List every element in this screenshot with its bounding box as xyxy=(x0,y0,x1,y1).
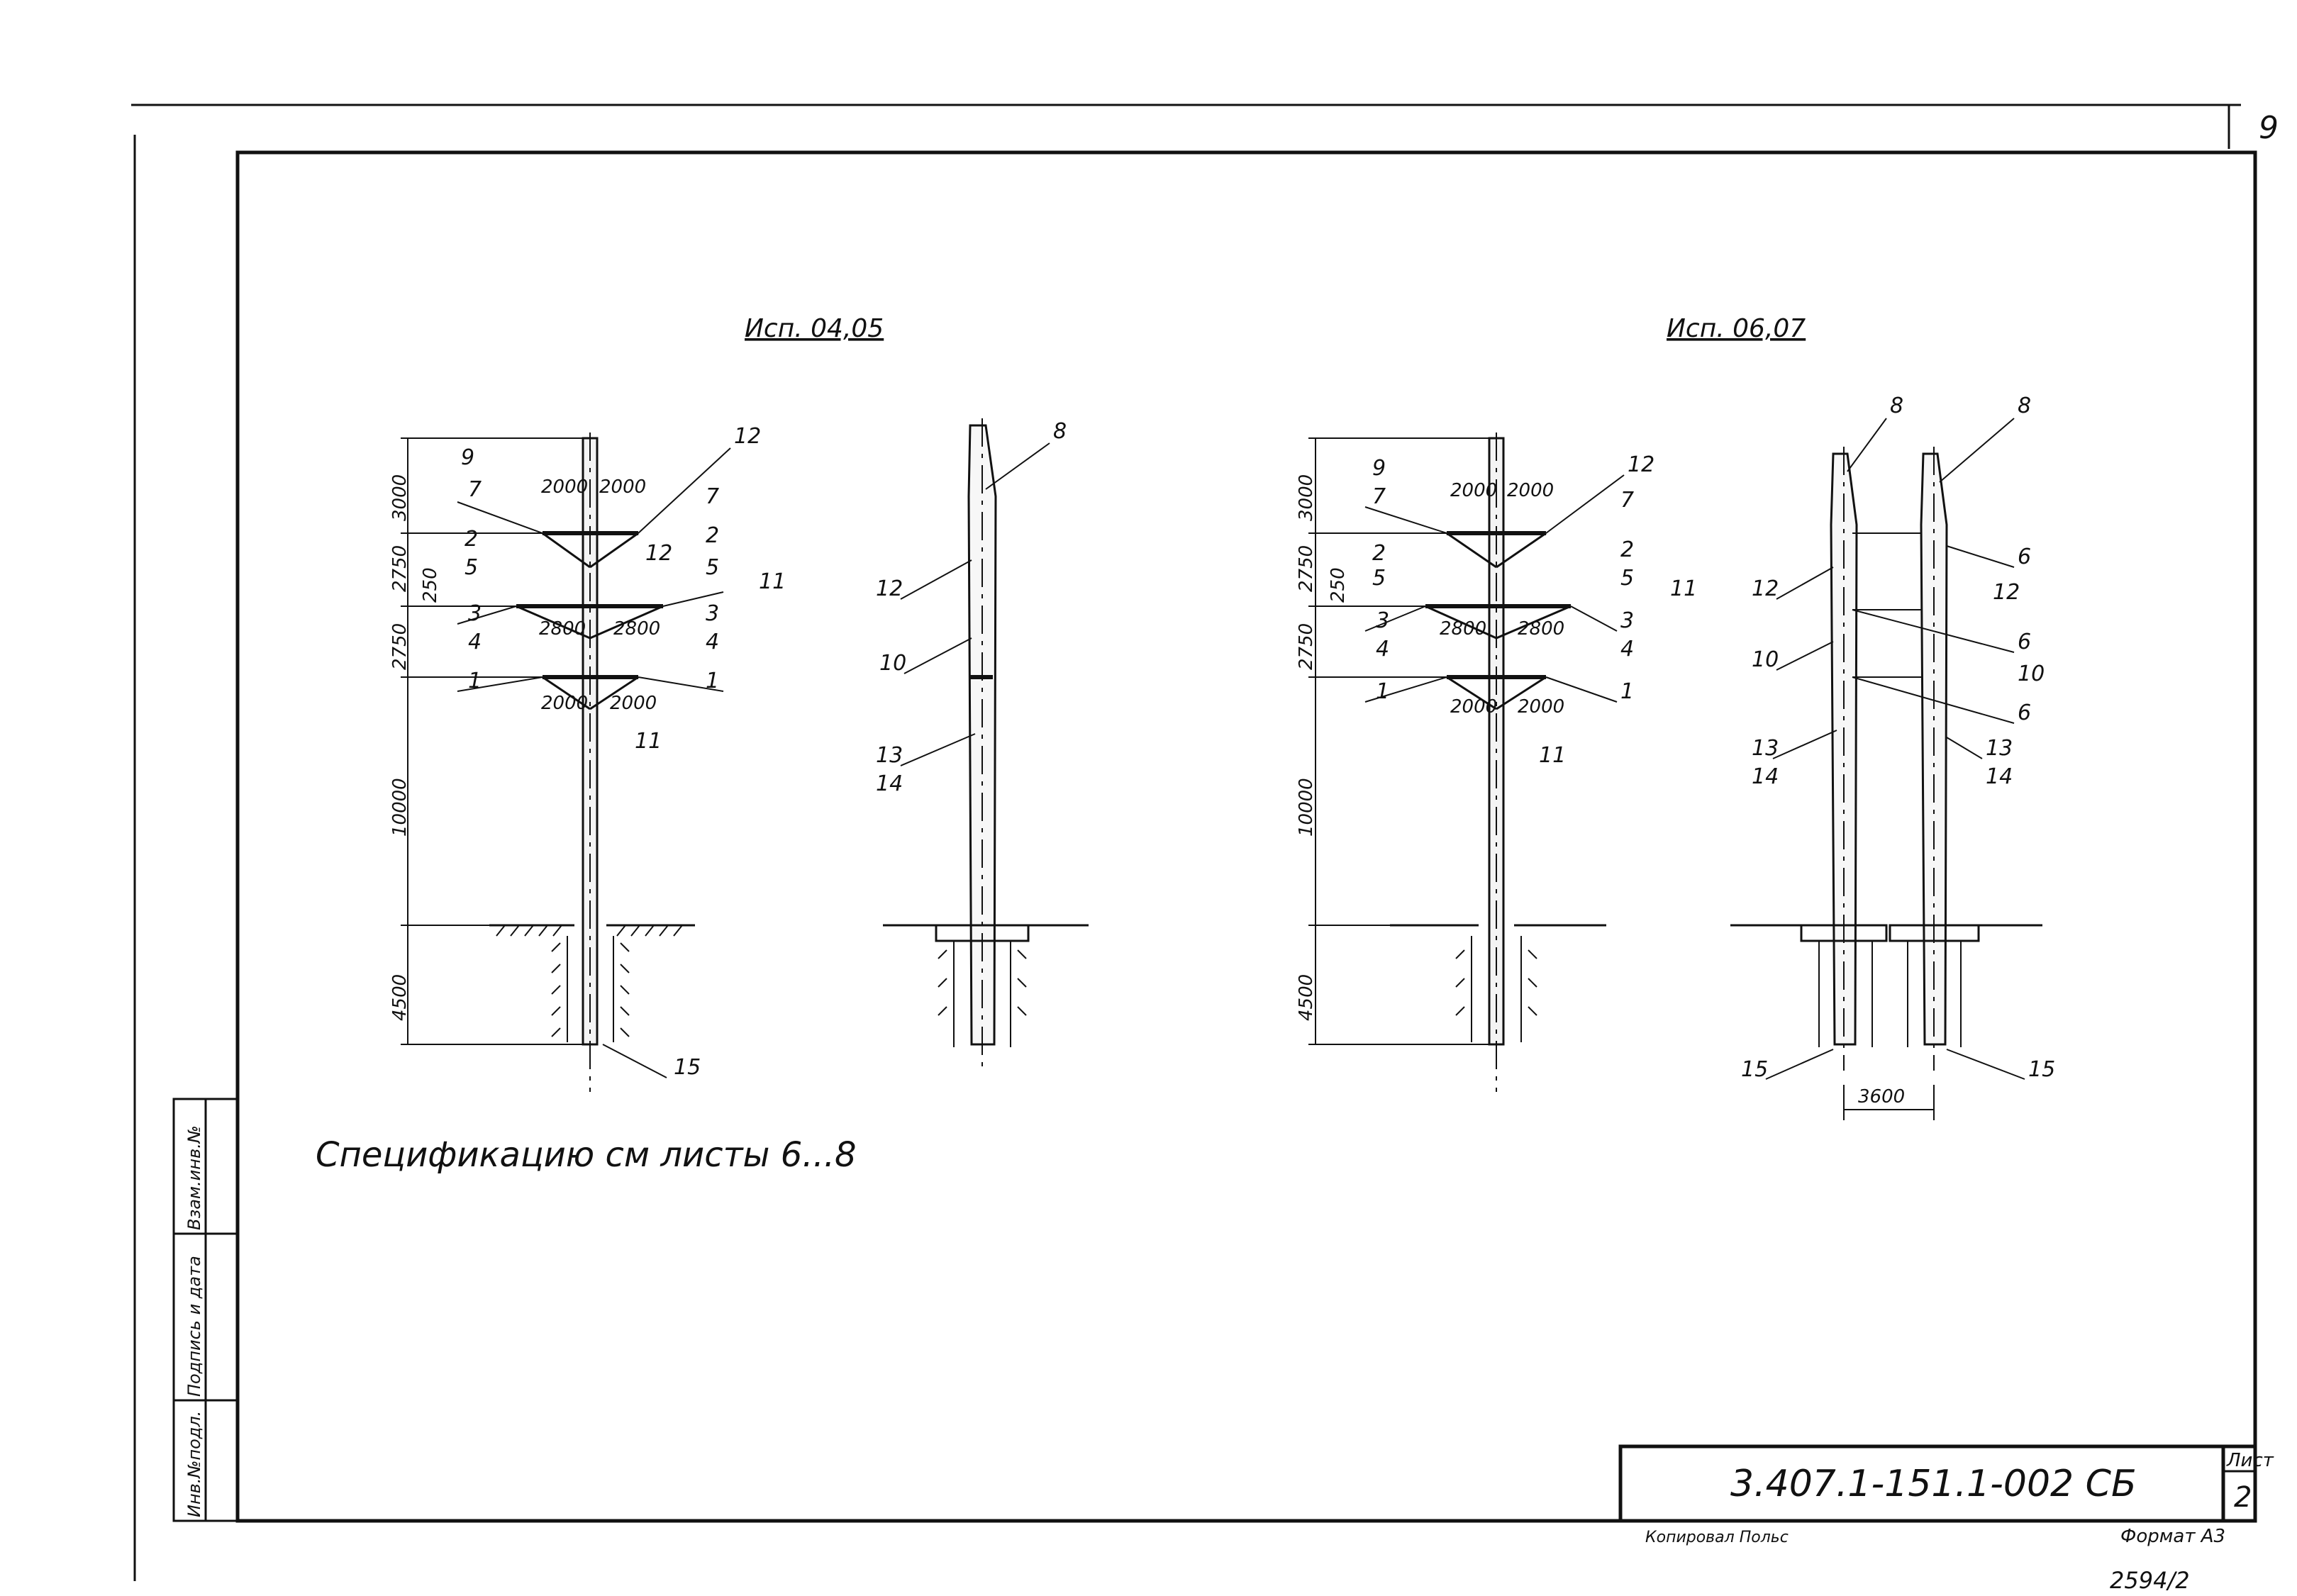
right-variant-title: Исп. 06,07 xyxy=(1667,314,1806,343)
left-side-view xyxy=(883,418,1089,1071)
left-arm-dim-2: 2000 xyxy=(599,476,646,498)
right-dim-5: 10000 xyxy=(1296,778,1317,837)
callout: 1 xyxy=(1620,679,1634,704)
callout: 11 xyxy=(635,729,662,754)
callout: 5 xyxy=(706,555,719,580)
callout: 7 xyxy=(1372,484,1386,509)
callout: 5 xyxy=(465,555,478,580)
stamp-cell-inv: Инв.№подл. xyxy=(184,1411,204,1517)
callout: 6 xyxy=(2018,545,2031,569)
callout: 6 xyxy=(2018,630,2031,654)
left-arm-dim-5: 2000 xyxy=(541,693,588,714)
left-dim-2: 2750 xyxy=(389,545,411,592)
right-arm-dim-1: 2000 xyxy=(1450,480,1497,501)
right-arm-dim-6: 2000 xyxy=(1518,696,1564,718)
callout: 12 xyxy=(876,576,903,601)
title-block xyxy=(1618,1444,2257,1523)
callout: 9 xyxy=(1372,456,1386,481)
callout: 7 xyxy=(706,484,719,509)
callout: 5 xyxy=(1620,566,1634,591)
callout: 11 xyxy=(1670,576,1697,601)
callout: 11 xyxy=(759,569,786,594)
callout: 4 xyxy=(468,630,482,654)
spacing-dim: 3600 xyxy=(1858,1086,1905,1107)
right-dim-2: 2750 xyxy=(1296,545,1317,592)
callout: 8 xyxy=(2018,394,2031,418)
callout: 14 xyxy=(876,771,903,796)
callout: 10 xyxy=(879,651,906,676)
callout: 12 xyxy=(734,424,761,449)
callout: 1 xyxy=(1376,679,1389,704)
specification-note: Спецификацию см листы 6...8 xyxy=(316,1135,857,1175)
left-variant-title: Исп. 04,05 xyxy=(745,314,884,343)
left-arm-dim-6: 2000 xyxy=(610,693,657,714)
left-arm-dim-1: 2000 xyxy=(541,476,588,498)
right-arm-dim-5: 2000 xyxy=(1450,696,1497,718)
callout: 4 xyxy=(1376,637,1389,662)
right-side-view xyxy=(1730,447,2042,1120)
callout: 3 xyxy=(468,601,482,626)
callout: 1 xyxy=(706,669,719,693)
callout: 7 xyxy=(1620,488,1634,513)
callout: 4 xyxy=(706,630,719,654)
callout: 10 xyxy=(2018,662,2045,686)
right-arm-dim-2: 2000 xyxy=(1507,480,1554,501)
callout: 12 xyxy=(1993,580,2020,605)
drawing-frame xyxy=(235,150,2257,1523)
right-arm-dim-4: 2800 xyxy=(1518,618,1564,640)
document-code: 3.407.1-151.1-002 СБ xyxy=(1730,1463,2137,1505)
callout: 15 xyxy=(674,1055,701,1080)
left-arm-dim-3: 2800 xyxy=(539,618,586,640)
callout: 11 xyxy=(1539,743,1566,768)
left-dim-4: 2750 xyxy=(389,623,411,670)
callout: 12 xyxy=(645,541,672,566)
callout: 2 xyxy=(706,523,719,548)
stamp-cell-replace: Взам.инв.№ xyxy=(184,1125,204,1230)
callout: 8 xyxy=(1890,394,1903,418)
right-arm-dim-3: 2800 xyxy=(1440,618,1486,640)
copied-by: Копировал Польс xyxy=(1645,1529,1789,1546)
callout: 2 xyxy=(465,527,478,552)
callout: 3 xyxy=(706,601,719,626)
right-dim-4: 2750 xyxy=(1296,623,1317,670)
callout: 4 xyxy=(1620,637,1634,662)
callout: 13 xyxy=(1752,736,1779,761)
callout: 12 xyxy=(1628,452,1654,477)
right-dim-3: 250 xyxy=(1328,567,1349,603)
callout: 15 xyxy=(1741,1057,1768,1082)
sheet-corner-number: 9 xyxy=(2259,110,2279,146)
callout: 14 xyxy=(1752,764,1779,789)
callout: 9 xyxy=(461,445,474,470)
callout: 2 xyxy=(1372,541,1386,566)
callout: 12 xyxy=(1752,576,1779,601)
right-dim-6: 4500 xyxy=(1296,974,1317,1021)
left-arm-dim-4: 2800 xyxy=(613,618,660,640)
left-front-view xyxy=(401,433,695,1092)
left-dim-3: 250 xyxy=(420,567,441,603)
callout: 6 xyxy=(2018,701,2031,725)
callout: 3 xyxy=(1376,608,1389,633)
left-dim-1: 3000 xyxy=(389,474,411,521)
callout: 5 xyxy=(1372,566,1386,591)
stamp-cell-signature: Подпись и дата xyxy=(184,1256,204,1397)
sheet-label: Лист xyxy=(2226,1450,2274,1471)
sheet-number: 2 xyxy=(2234,1481,2252,1514)
callout: 13 xyxy=(1986,736,2013,761)
callout: 14 xyxy=(1986,764,2013,789)
callout: 3 xyxy=(1620,608,1634,633)
right-front-view xyxy=(1308,433,1606,1092)
callout: 7 xyxy=(468,477,482,502)
left-dim-5: 10000 xyxy=(389,778,411,837)
format-label: Формат А3 xyxy=(2120,1526,2225,1547)
right-dim-1: 3000 xyxy=(1296,474,1317,521)
archive-number: 2594/2 xyxy=(2110,1567,2190,1594)
callout: 10 xyxy=(1752,647,1779,672)
callout: 8 xyxy=(1053,419,1067,444)
left-dim-6: 4500 xyxy=(389,974,411,1021)
side-stamp xyxy=(172,1098,239,1522)
callout: 15 xyxy=(2028,1057,2055,1082)
callout: 13 xyxy=(876,743,903,768)
callout: 2 xyxy=(1620,537,1634,562)
